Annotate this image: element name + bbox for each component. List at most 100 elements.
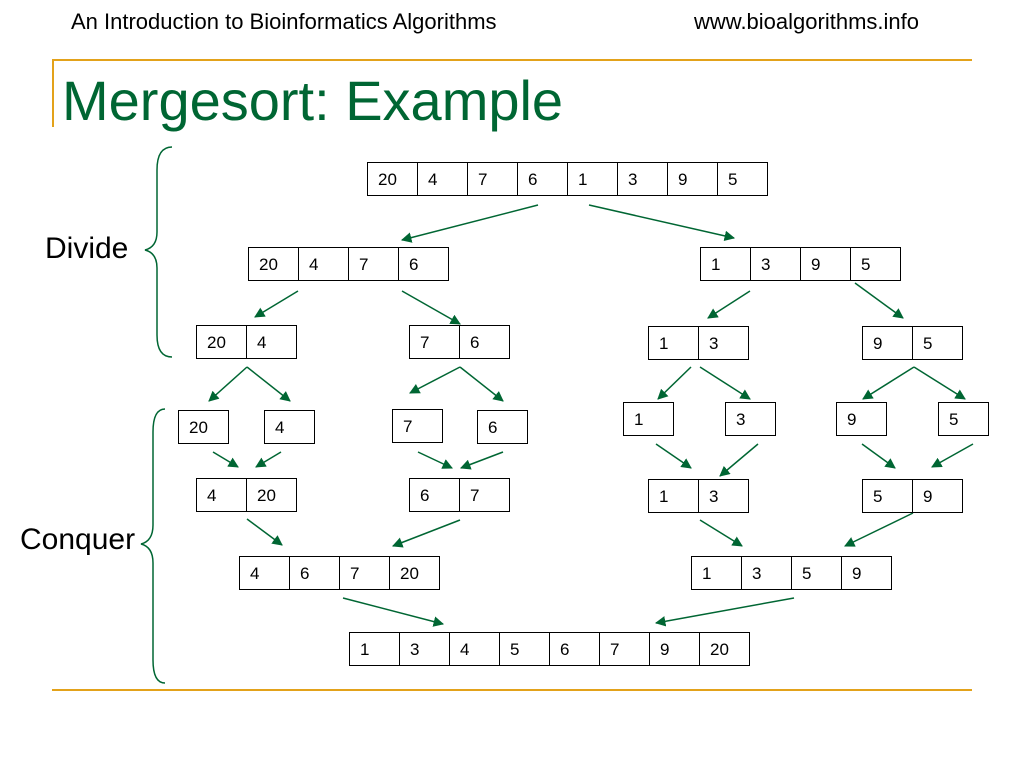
array-cell: 7 <box>467 162 518 196</box>
arrow <box>854 282 904 319</box>
array-cell: 20 <box>389 556 440 590</box>
arrow <box>409 366 461 394</box>
array-cell: 5 <box>717 162 768 196</box>
array-cell: 9 <box>836 402 887 436</box>
arrow <box>588 204 736 242</box>
array-cell: 6 <box>398 247 449 281</box>
array-cell: 6 <box>289 556 340 590</box>
arrow <box>417 451 453 469</box>
array-cell: 4 <box>196 478 247 512</box>
left-rule <box>52 59 54 127</box>
array-cell: 9 <box>667 162 718 196</box>
array-cell: 1 <box>648 326 699 360</box>
array-single-7: 7 <box>392 409 443 443</box>
arrow <box>657 366 692 400</box>
array-cell: 5 <box>791 556 842 590</box>
arrow <box>654 597 795 627</box>
arrow <box>862 366 915 400</box>
array-cell: 3 <box>741 556 792 590</box>
arrow <box>400 204 539 243</box>
arrow <box>246 518 283 546</box>
array-single-4: 4 <box>264 410 315 444</box>
arrow <box>246 366 291 402</box>
top-rule <box>52 59 972 61</box>
array-single-20: 20 <box>178 410 229 444</box>
divide-label: Divide <box>45 232 129 265</box>
array-cell: 5 <box>862 479 913 513</box>
array-cell: 5 <box>912 326 963 360</box>
array-cell: 4 <box>417 162 468 196</box>
array-cell: 1 <box>700 247 751 281</box>
array-cell: 1 <box>691 556 742 590</box>
arrow <box>719 443 759 477</box>
arrow <box>212 451 239 468</box>
array-cell: 1 <box>349 632 400 666</box>
array-cell: 3 <box>617 162 668 196</box>
arrow <box>401 290 461 325</box>
array-cell: 4 <box>239 556 290 590</box>
array-cell: 1 <box>623 402 674 436</box>
array-cell: 4 <box>264 410 315 444</box>
array-single-5: 5 <box>938 402 989 436</box>
array-cell: 3 <box>725 402 776 436</box>
array-cell: 9 <box>841 556 892 590</box>
array-cell: 20 <box>367 162 418 196</box>
arrow <box>208 366 248 402</box>
array-cell: 7 <box>459 478 510 512</box>
arrow <box>342 597 445 627</box>
array-cell: 1 <box>567 162 618 196</box>
array-cell: 7 <box>348 247 399 281</box>
array-cell: 9 <box>912 479 963 513</box>
array-cell: 20 <box>246 478 297 512</box>
array-cell: 20 <box>248 247 299 281</box>
arrow <box>861 443 896 469</box>
arrow <box>459 366 504 402</box>
array-cell: 9 <box>800 247 851 281</box>
array-cell: 6 <box>409 478 460 512</box>
array-cell: 20 <box>178 410 229 444</box>
conquer-brace <box>140 408 166 684</box>
arrow <box>655 443 692 469</box>
array-cell: 7 <box>409 325 460 359</box>
array-cell: 3 <box>399 632 450 666</box>
array-cell: 3 <box>698 326 749 360</box>
arrow <box>392 519 461 548</box>
arrow <box>707 290 751 319</box>
array-cell: 5 <box>850 247 901 281</box>
array-cell: 5 <box>499 632 550 666</box>
array-cell: 4 <box>449 632 500 666</box>
array-cell: 7 <box>599 632 650 666</box>
array-cell: 6 <box>459 325 510 359</box>
arrow <box>844 512 914 547</box>
bottom-rule <box>52 689 972 691</box>
array-cell: 1 <box>648 479 699 513</box>
array-single-3: 3 <box>725 402 776 436</box>
array-cell: 20 <box>699 632 750 666</box>
array-cell: 6 <box>549 632 600 666</box>
arrow <box>931 443 974 468</box>
array-cell: 3 <box>750 247 801 281</box>
arrow <box>699 366 751 400</box>
header-course-title: An Introduction to Bioinformatics Algori… <box>71 9 497 34</box>
array-cell: 20 <box>196 325 247 359</box>
arrow <box>254 290 299 318</box>
array-cell: 3 <box>698 479 749 513</box>
array-cell: 6 <box>477 410 528 444</box>
arrow <box>460 451 504 470</box>
array-cell: 7 <box>392 409 443 443</box>
header-website: www.bioalgorithms.info <box>694 9 919 34</box>
